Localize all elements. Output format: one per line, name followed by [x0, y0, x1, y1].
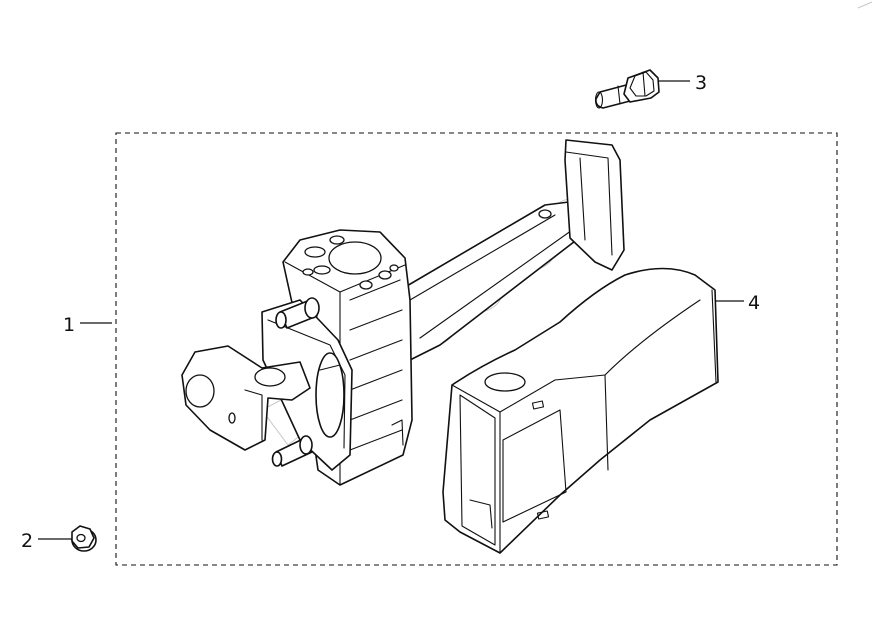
check-strap-cover	[442, 267, 719, 554]
door-check-strap	[181, 139, 625, 486]
callout-3: 3	[695, 72, 707, 94]
flange-bolt	[594, 69, 660, 109]
kit-boundary	[115, 132, 838, 566]
callout-2: 2	[21, 530, 33, 552]
callout-1: 1	[63, 314, 75, 336]
flange-nut	[71, 525, 97, 552]
callout-4: 4	[748, 292, 760, 314]
